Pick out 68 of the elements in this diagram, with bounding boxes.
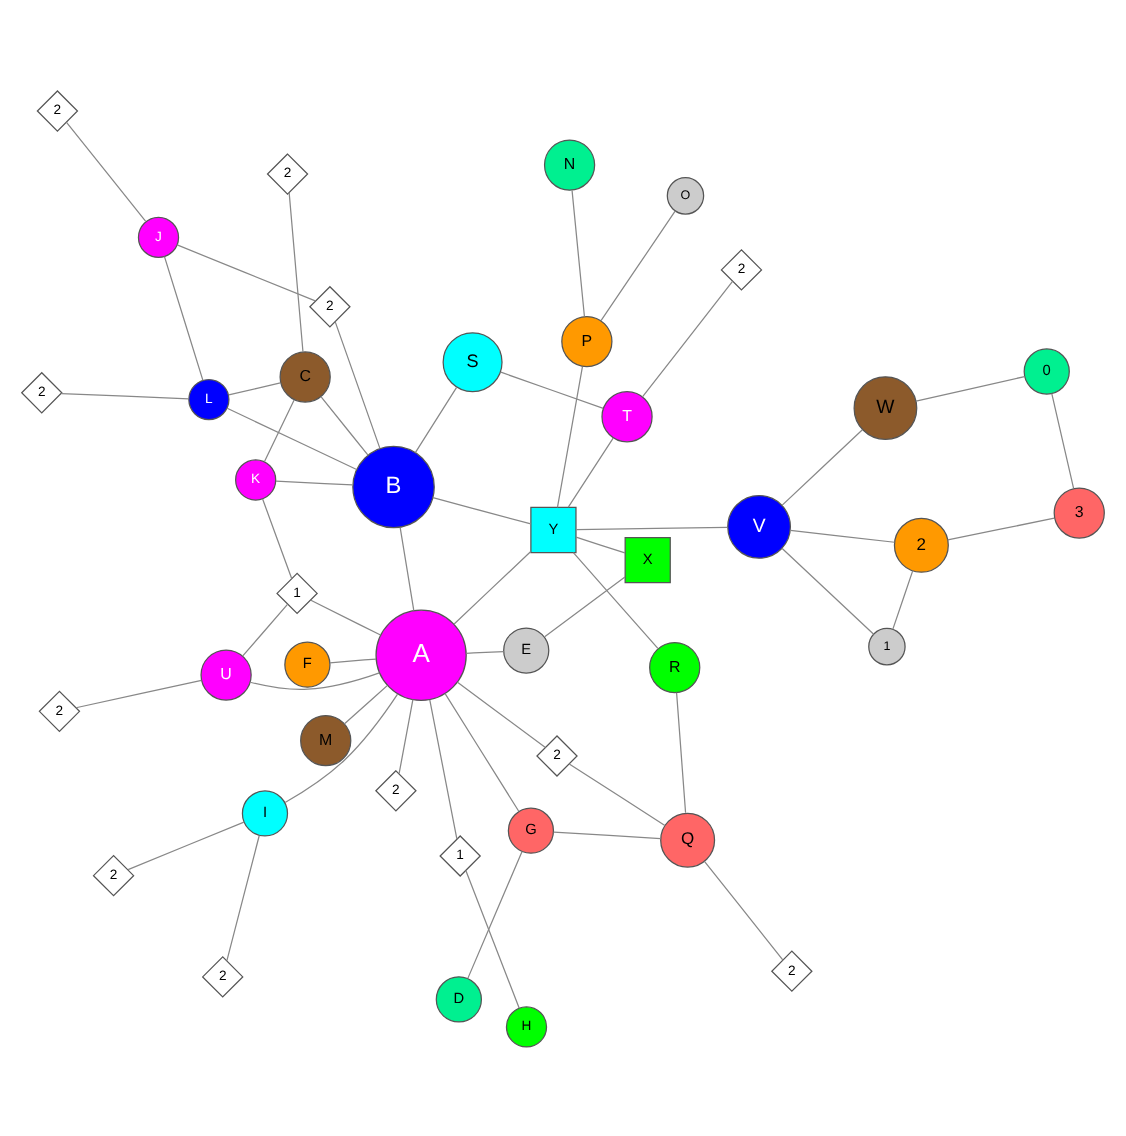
node-circle: W [853, 375, 918, 440]
connector [571, 188, 586, 316]
connector [241, 602, 289, 656]
node-circle: T [601, 390, 653, 442]
connector [176, 243, 316, 301]
connector [456, 680, 547, 748]
connector [398, 698, 414, 774]
connector [789, 528, 896, 542]
connector [575, 535, 626, 553]
connector [275, 479, 354, 485]
node-circle: V [727, 493, 791, 558]
node-circle: M [300, 713, 352, 766]
connector [1051, 391, 1075, 489]
connector [226, 406, 358, 470]
node-circle: C [279, 350, 331, 402]
connector [343, 684, 388, 724]
connector [947, 516, 1055, 540]
connector [284, 692, 399, 803]
connector [444, 692, 520, 811]
connector [892, 569, 914, 629]
connector [320, 395, 369, 455]
node-circle: B [352, 444, 435, 528]
connector [329, 657, 377, 663]
connector [127, 820, 245, 870]
node-circle: 2 [893, 516, 949, 572]
connector [467, 849, 523, 978]
connector [575, 525, 729, 530]
connector [500, 370, 604, 408]
connector [429, 698, 458, 839]
connector [228, 381, 281, 395]
connector [414, 385, 458, 453]
connector [465, 868, 520, 1008]
connector [465, 649, 505, 653]
connector [262, 497, 293, 579]
connector [915, 374, 1026, 401]
node-circle: Q [660, 811, 716, 867]
node-circle: A [375, 608, 467, 700]
connector [163, 255, 204, 380]
connector [553, 830, 662, 839]
node-circle: N [543, 138, 596, 190]
connector [453, 549, 532, 624]
connector [249, 671, 381, 690]
connector [567, 436, 614, 507]
connector [263, 398, 295, 462]
connector [226, 833, 260, 961]
connector [60, 391, 190, 399]
connector [600, 209, 676, 321]
connector [704, 859, 784, 960]
connector [288, 191, 304, 352]
connector [781, 546, 875, 634]
connector [75, 678, 203, 708]
connector [572, 551, 659, 649]
connector [399, 525, 415, 611]
node-circle: P [561, 314, 613, 367]
node-circle: S [442, 331, 503, 392]
connector [568, 762, 666, 826]
connector [544, 575, 626, 637]
node-circle: 3 [1053, 486, 1105, 538]
connector [641, 279, 734, 397]
node-circle: U [200, 648, 252, 700]
connector [781, 428, 864, 505]
connector [65, 120, 147, 221]
connector [432, 496, 532, 524]
node-circle: R [649, 640, 701, 693]
connector [310, 598, 382, 635]
connector [675, 691, 687, 813]
connector [334, 320, 381, 448]
connector [556, 365, 584, 507]
